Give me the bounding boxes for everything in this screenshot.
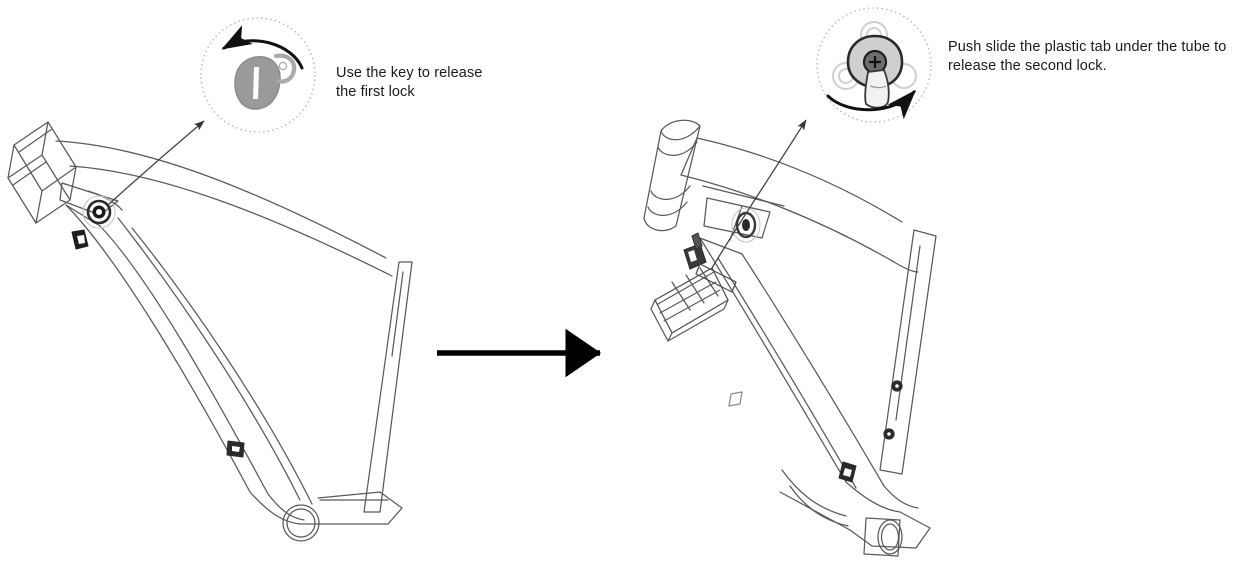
bottom-bracket bbox=[282, 504, 320, 542]
down-tube bbox=[699, 237, 885, 489]
step-2-caption: Push slide the plastic tab under the tub… bbox=[948, 39, 1227, 74]
cable-port bbox=[838, 461, 857, 483]
head-tube bbox=[643, 119, 701, 232]
battery-connector bbox=[683, 232, 707, 270]
key-rotation-callout bbox=[200, 17, 316, 133]
leader-line-right bbox=[711, 119, 807, 269]
head-tube bbox=[7, 121, 77, 224]
plastic-tab-callout bbox=[816, 7, 932, 123]
tube-marking bbox=[728, 391, 743, 407]
mount-bolt-upper bbox=[891, 380, 903, 392]
step-1-caption: Use the key to release the first lock bbox=[336, 65, 483, 100]
bottom-bracket bbox=[863, 517, 903, 557]
chain-stay bbox=[779, 469, 931, 549]
seat-junction bbox=[893, 261, 919, 273]
mount-bolt-lower bbox=[883, 428, 895, 440]
cable-port-lower bbox=[226, 440, 245, 458]
charge-port bbox=[71, 229, 89, 250]
bicycle-frame-angled-view bbox=[643, 119, 937, 557]
thumb-push-icon bbox=[846, 34, 904, 109]
lock-barrel bbox=[82, 195, 116, 229]
curved-arrow-clockwise bbox=[826, 89, 917, 120]
top-tube bbox=[55, 140, 393, 277]
bicycle-frame-side-view bbox=[7, 121, 413, 542]
seat-tube bbox=[363, 261, 413, 513]
key-icon bbox=[234, 53, 297, 110]
battery-pack bbox=[650, 267, 729, 342]
plastic-tab bbox=[695, 263, 737, 293]
seat-tube bbox=[879, 229, 937, 475]
curved-arrow-counterclockwise bbox=[221, 25, 304, 70]
leader-line-left bbox=[107, 120, 205, 206]
top-tube bbox=[680, 137, 903, 263]
